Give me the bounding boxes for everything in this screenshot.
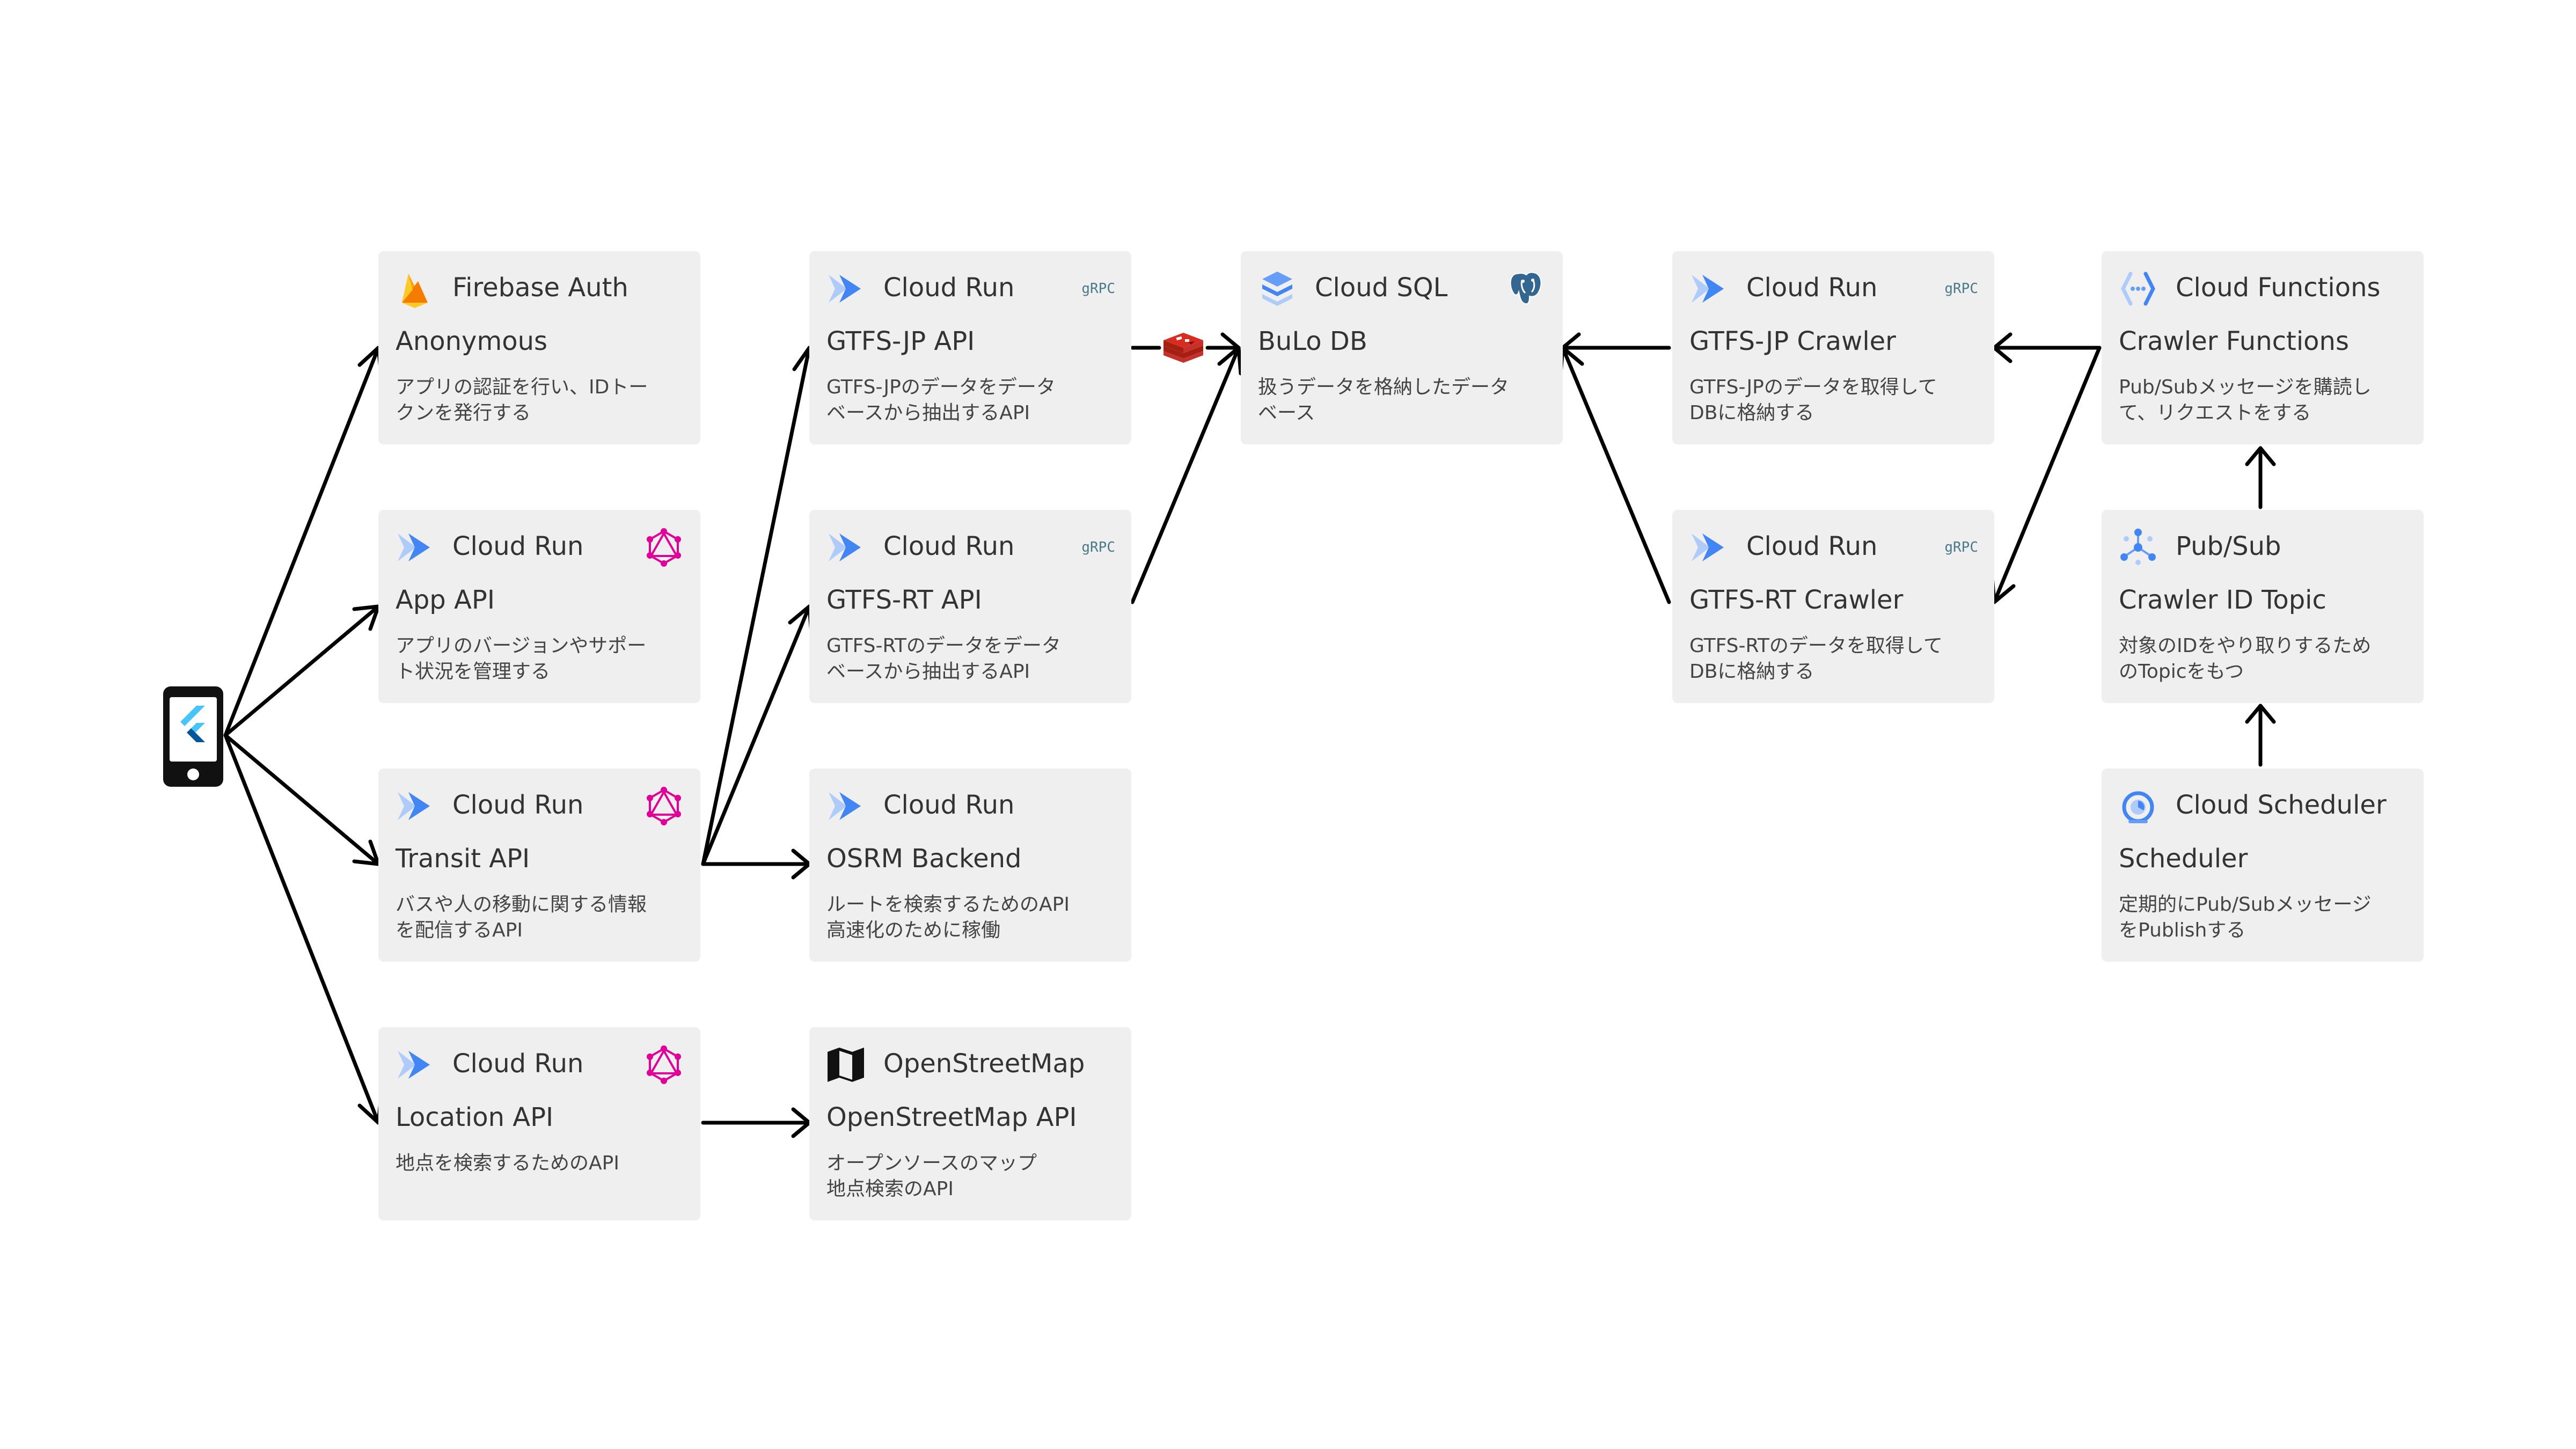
edge-location-osm — [701, 1107, 811, 1138]
node-description: アプリの認証を行い、IDトー クンを発行する — [396, 376, 648, 424]
node-description: 地点を検索するためのAPI — [396, 1152, 619, 1174]
node-title: GTFS-RT Crawler — [1689, 585, 1904, 615]
edge-functions-gtfs-jp-crawler — [1992, 332, 2102, 363]
grpc-icon: gRPC — [1081, 281, 1115, 297]
node-osrm-backend[interactable]: Cloud Run OSRM Backend ルートを検索するためのAPI 高速… — [809, 769, 1131, 962]
node-description: オープンソースのマップ 地点検索のAPI — [826, 1152, 1037, 1200]
node-transit-api[interactable]: Cloud Run Transit API バスや人の移動に関する情報 を配信す… — [378, 769, 700, 962]
cloud-sql-icon — [1257, 268, 1298, 309]
service-name: Firebase Auth — [452, 273, 628, 303]
flutter-phone-icon — [161, 684, 225, 789]
node-title: OpenStreetMap API — [826, 1102, 1077, 1132]
edge-client-location-api — [223, 733, 383, 1125]
redis-icon — [1159, 322, 1208, 370]
node-title: Scheduler — [2119, 844, 2248, 874]
node-title: App API — [396, 585, 495, 615]
node-gtfs-jp-crawler[interactable]: gRPC Cloud Run GTFS-JP Crawler GTFS-JPのデ… — [1672, 251, 1994, 444]
node-description: GTFS-RTのデータをデータ ベースから抽出するAPI — [826, 635, 1061, 683]
node-location-api[interactable]: Cloud Run Location API 地点を検索するためのAPI — [378, 1027, 700, 1220]
cloud-scheduler-icon — [2118, 786, 2158, 826]
edge-pubsub-functions — [2245, 446, 2276, 509]
edge-functions-gtfs-rt-crawler — [1990, 346, 2102, 604]
node-description: 扱うデータを格納したデータ ベース — [1258, 376, 1510, 424]
cloud-run-icon — [394, 786, 435, 826]
graphql-icon — [643, 527, 684, 568]
grpc-icon: gRPC — [1944, 539, 1978, 555]
node-title: Anonymous — [396, 326, 548, 356]
grpc-icon: gRPC — [1081, 539, 1115, 555]
map-icon — [825, 1044, 866, 1085]
service-name: Cloud Functions — [2176, 273, 2381, 303]
node-cloud-functions[interactable]: Cloud Functions Crawler Functions Pub/Su… — [2102, 251, 2424, 444]
node-title: Crawler Functions — [2119, 326, 2349, 356]
node-description: GTFS-JPのデータをデータ ベースから抽出するAPI — [826, 376, 1056, 424]
node-description: ルートを検索するためのAPI 高速化のために稼働 — [826, 894, 1070, 941]
node-firebase-auth[interactable]: Firebase Auth Anonymous アプリの認証を行い、IDトー ク… — [378, 251, 700, 444]
node-title: BuLo DB — [1258, 326, 1367, 356]
edge-scheduler-pubsub — [2245, 704, 2276, 767]
node-description: 定期的にPub/Subメッセージ をPublishする — [2119, 894, 2372, 941]
graphql-icon — [643, 786, 684, 826]
edge-transit-osrm — [701, 848, 811, 880]
service-name: Pub/Sub — [2176, 531, 2281, 561]
service-name: OpenStreetMap — [883, 1049, 1085, 1079]
edge-client-firebase-auth — [223, 346, 383, 737]
cloud-run-icon — [394, 527, 435, 568]
service-name: Cloud Run — [883, 790, 1015, 820]
node-description: GTFS-JPのデータを取得して DBに格納する — [1689, 376, 1937, 424]
node-title: OSRM Backend — [826, 844, 1022, 874]
node-title: GTFS-JP API — [826, 326, 975, 356]
grpc-icon: gRPC — [1944, 281, 1978, 297]
service-name: Cloud Run — [1746, 531, 1878, 561]
edge-transit-gtfs-jp-api — [701, 346, 819, 866]
postgresql-icon — [1506, 268, 1547, 309]
node-cloud-scheduler[interactable]: Cloud Scheduler Scheduler 定期的にPub/Subメッセ… — [2102, 769, 2424, 962]
service-name: Cloud Run — [883, 273, 1015, 303]
node-cloud-sql[interactable]: Cloud SQL BuLo DB 扱うデータを格納したデータ ベース — [1241, 251, 1563, 444]
cloud-run-icon — [1688, 527, 1729, 568]
node-description: バスや人の移動に関する情報 を配信するAPI — [396, 894, 647, 941]
node-gtfs-jp-api[interactable]: gRPC Cloud Run GTFS-JP API GTFS-JPのデータをデ… — [809, 251, 1131, 444]
firebase-icon — [394, 268, 435, 309]
edge-gtfs-jp-crawler-cloud-sql — [1561, 332, 1671, 363]
graphql-icon — [643, 1044, 684, 1085]
node-openstreetmap[interactable]: OpenStreetMap OpenStreetMap API オープンソースの… — [809, 1027, 1131, 1220]
service-name: Cloud Run — [1746, 273, 1878, 303]
node-title: GTFS-JP Crawler — [1689, 326, 1896, 356]
service-name: Cloud Run — [452, 531, 584, 561]
node-gtfs-rt-crawler[interactable]: gRPC Cloud Run GTFS-RT Crawler GTFS-RTのデ… — [1672, 510, 1994, 703]
cloud-run-icon — [825, 527, 866, 568]
node-description: GTFS-RTのデータを取得して DBに格納する — [1689, 635, 1943, 683]
node-pubsub[interactable]: Pub/Sub Crawler ID Topic 対象のIDをやり取りするため … — [2102, 510, 2424, 703]
cloud-run-icon — [1688, 268, 1729, 309]
service-name: Cloud SQL — [1315, 273, 1448, 303]
service-name: Cloud Run — [452, 1049, 584, 1079]
cloud-run-icon — [394, 1044, 435, 1085]
node-gtfs-rt-api[interactable]: gRPC Cloud Run GTFS-RT API GTFS-RTのデータをデ… — [809, 510, 1131, 703]
edge-transit-gtfs-rt-api — [701, 604, 814, 866]
edge-gtfs-rt-crawler-cloud-sql — [1558, 346, 1671, 604]
service-name: Cloud Run — [883, 531, 1015, 561]
pubsub-icon — [2118, 527, 2158, 568]
service-name: Cloud Scheduler — [2176, 790, 2387, 820]
edge-client-app-api — [223, 604, 380, 737]
node-description: 対象のIDをやり取りするため のTopicをもつ — [2119, 635, 2372, 683]
node-title: Transit API — [396, 844, 530, 874]
cloud-run-icon — [825, 786, 866, 826]
edge-gtfs-rt-api-cloud-sql — [1130, 346, 1243, 604]
node-description: Pub/Subメッセージを購読し て、リクエストをする — [2119, 376, 2372, 424]
node-description: アプリのバージョンやサポー ト状況を管理する — [396, 635, 647, 683]
node-app-api[interactable]: Cloud Run App API アプリのバージョンやサポー ト状況を管理する — [378, 510, 700, 703]
edge-client-transit-api — [223, 733, 380, 866]
node-title: Location API — [396, 1102, 554, 1132]
cloud-functions-icon — [2118, 268, 2158, 309]
service-name: Cloud Run — [452, 790, 584, 820]
node-title: GTFS-RT API — [826, 585, 982, 615]
cloud-run-icon — [825, 268, 866, 309]
node-title: Crawler ID Topic — [2119, 585, 2326, 615]
